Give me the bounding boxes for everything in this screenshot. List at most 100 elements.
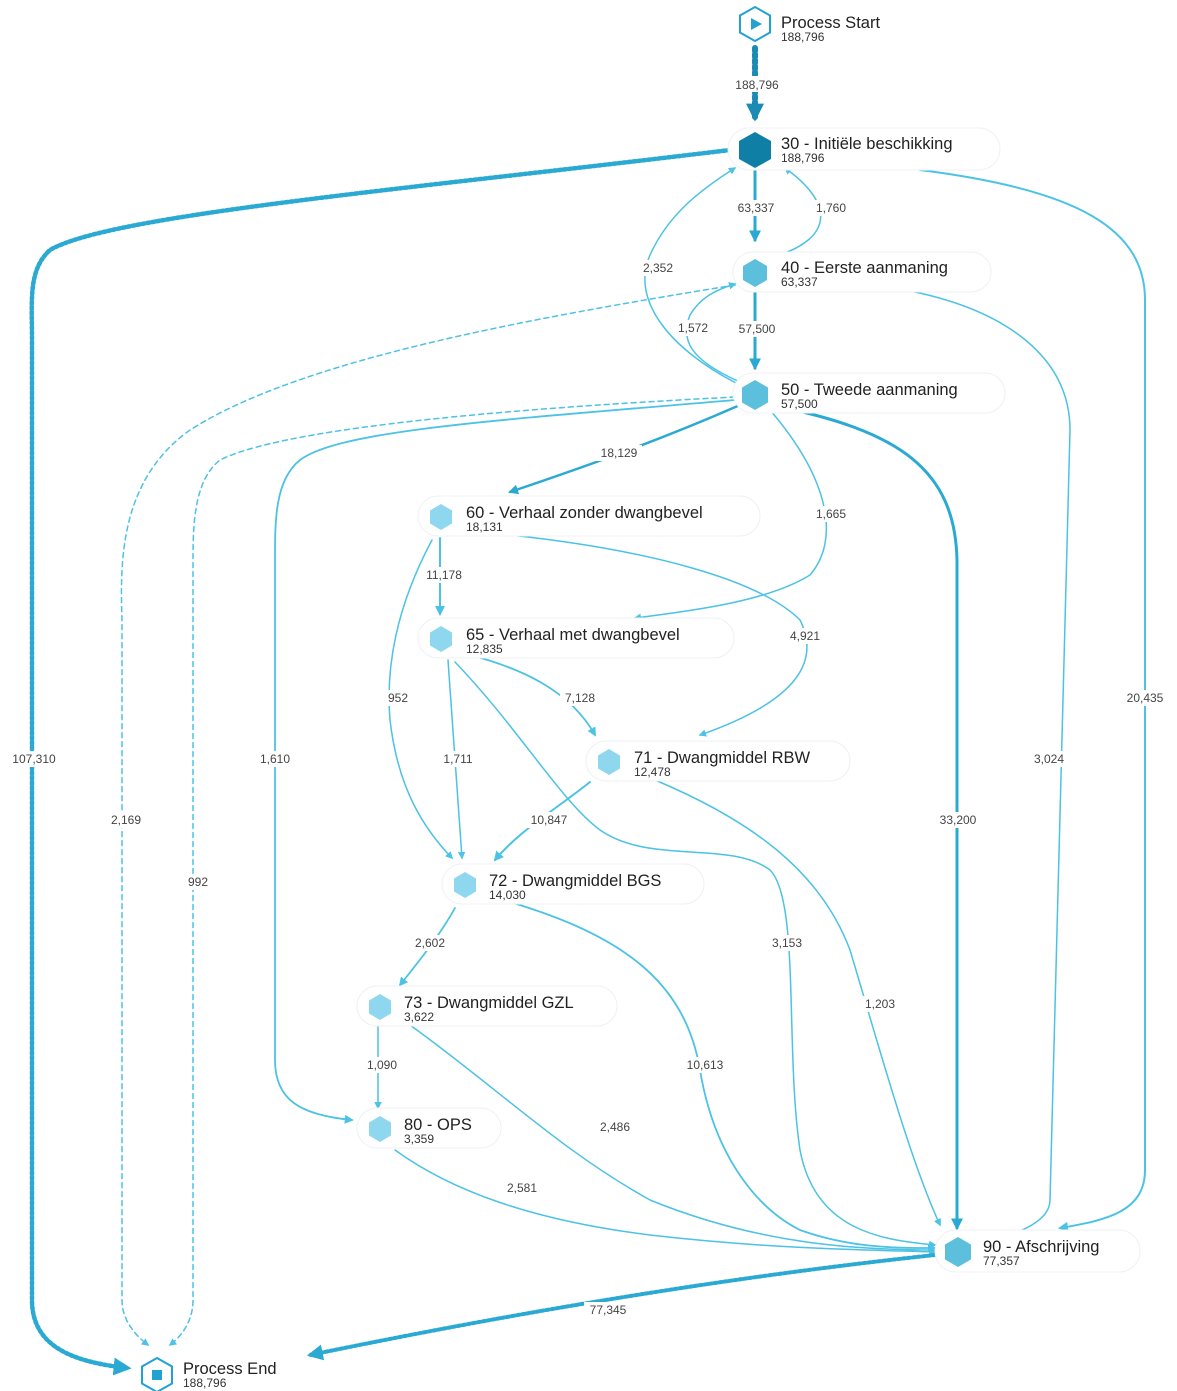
edge-72-90[interactable] bbox=[509, 901, 937, 1253]
node-30-initiele-beschikking[interactable]: 30 - Initiële beschikking 188,796 bbox=[727, 127, 1001, 171]
edge-label-60-72: 952 bbox=[383, 690, 413, 706]
edge-30-90[interactable] bbox=[919, 169, 1146, 1232]
edge-71-90[interactable] bbox=[654, 779, 941, 1227]
edge-label-text: 2,486 bbox=[600, 1120, 630, 1134]
nodes-layer: Process Start 188,796 30 - Initiële besc… bbox=[141, 5, 1141, 1391]
edge-label-text: 10,847 bbox=[531, 813, 568, 827]
edge-label-90-end: 77,345 bbox=[584, 1302, 632, 1318]
edge-label-40-90: 3,024 bbox=[1029, 751, 1069, 767]
hexagon-icon bbox=[430, 626, 452, 652]
edge-50-end[interactable] bbox=[168, 396, 736, 1346]
node-title: 50 - Tweede aanmaning bbox=[781, 381, 958, 399]
hexagon-icon bbox=[430, 504, 452, 530]
node-65-verhaal-met-dwangbevel[interactable]: 65 - Verhaal met dwangbevel 12,835 bbox=[417, 617, 735, 659]
edges-layer bbox=[29, 45, 1146, 1376]
node-title: 30 - Initiële beschikking bbox=[781, 135, 953, 153]
edge-label-60-71: 4,921 bbox=[785, 628, 825, 644]
edge-30-end[interactable] bbox=[29, 147, 733, 1376]
node-process-start[interactable]: Process Start 188,796 bbox=[739, 5, 880, 44]
node-pill bbox=[356, 1107, 502, 1149]
node-pill bbox=[441, 863, 705, 905]
node-60-verhaal-zonder-dwangbevel[interactable]: 60 - Verhaal zonder dwangbevel 18,131 bbox=[417, 495, 761, 537]
edge-label-text: 33,200 bbox=[940, 813, 977, 827]
edge-label-text: 7,128 bbox=[565, 691, 595, 705]
edge-50-40[interactable] bbox=[685, 282, 741, 383]
edge-label-50-65: 1,665 bbox=[811, 506, 851, 522]
edge-label-40-50: 57,500 bbox=[734, 321, 780, 337]
node-title: 72 - Dwangmiddel BGS bbox=[489, 872, 661, 890]
edge-label-start-30: 188,796 bbox=[732, 76, 782, 92]
edge-label-text: 1,760 bbox=[816, 201, 846, 215]
edge-label-text: 1,665 bbox=[816, 507, 846, 521]
node-title: Process End bbox=[183, 1360, 277, 1378]
edge-label-71-72: 10,847 bbox=[526, 812, 572, 828]
edge-label-65-90: 3,153 bbox=[767, 935, 807, 951]
edge-40-90[interactable] bbox=[904, 289, 1071, 1242]
edge-60-71[interactable] bbox=[509, 534, 808, 737]
edge-label-30-end: 107,310 bbox=[9, 751, 59, 767]
edge-label-30-40: 63,337 bbox=[734, 200, 778, 216]
edge-label-40-30: 1,760 bbox=[812, 200, 850, 216]
edge-label-text: 10,613 bbox=[687, 1058, 724, 1072]
hexagon-icon bbox=[369, 1116, 391, 1142]
edge-label-text: 3,024 bbox=[1034, 752, 1064, 766]
edge-label-text: 57,500 bbox=[739, 322, 776, 336]
edge-50-65[interactable] bbox=[633, 409, 828, 621]
edge-50-90[interactable] bbox=[768, 403, 963, 1231]
hexagon-icon bbox=[739, 132, 771, 168]
edge-40-end[interactable] bbox=[120, 284, 736, 1346]
edge-label-text: 2,581 bbox=[507, 1181, 537, 1195]
node-title: 40 - Eerste aanmaning bbox=[781, 259, 948, 277]
edge-labels-layer: 188,796 63,337 1,760 2,352 1,572 57,500 … bbox=[9, 76, 1169, 1318]
edge-60-72[interactable] bbox=[388, 539, 454, 860]
edge-50-30[interactable] bbox=[644, 167, 741, 386]
edge-50-80[interactable] bbox=[274, 399, 736, 1124]
node-90-afschrijving[interactable]: 90 - Afschrijving 77,357 bbox=[934, 1229, 1141, 1273]
node-72-dwangmiddel-bgs[interactable]: 72 - Dwangmiddel BGS 14,030 bbox=[441, 863, 705, 905]
node-80-ops[interactable]: 80 - OPS 3,359 bbox=[356, 1107, 502, 1149]
edge-label-text: 77,345 bbox=[590, 1303, 627, 1317]
edge-90-end[interactable] bbox=[306, 1253, 937, 1361]
edge-label-text: 1,711 bbox=[443, 752, 472, 766]
node-40-eerste-aanmaning[interactable]: 40 - Eerste aanmaning 63,337 bbox=[732, 251, 992, 293]
node-title: 90 - Afschrijving bbox=[983, 1238, 1099, 1256]
edge-65-71[interactable] bbox=[469, 654, 596, 737]
edge-80-90[interactable] bbox=[394, 1149, 937, 1256]
edge-73-90[interactable] bbox=[409, 1024, 937, 1254]
node-count: 188,796 bbox=[781, 151, 825, 165]
edge-label-65-71: 7,128 bbox=[560, 690, 600, 706]
edge-label-73-80: 1,090 bbox=[362, 1057, 402, 1073]
node-process-end[interactable]: Process End 188,796 bbox=[141, 1356, 277, 1391]
edge-label-50-60: 18,129 bbox=[596, 445, 642, 461]
edge-label-text: 2,352 bbox=[643, 261, 673, 275]
edge-label-50-40: 1,572 bbox=[673, 320, 713, 336]
node-pill bbox=[585, 740, 851, 782]
node-pill bbox=[732, 251, 992, 293]
edge-label-text: 63,337 bbox=[738, 201, 775, 215]
node-71-dwangmiddel-rbw[interactable]: 71 - Dwangmiddel RBW 12,478 bbox=[585, 740, 851, 782]
node-title: 65 - Verhaal met dwangbevel bbox=[466, 626, 680, 644]
node-count: 188,796 bbox=[781, 30, 825, 44]
node-title: 71 - Dwangmiddel RBW bbox=[634, 749, 810, 767]
edge-40-30[interactable] bbox=[769, 167, 822, 259]
node-pill bbox=[356, 985, 618, 1027]
node-73-dwangmiddel-gzl[interactable]: 73 - Dwangmiddel GZL 3,622 bbox=[356, 985, 618, 1027]
edge-label-50-80: 1,610 bbox=[255, 751, 295, 767]
hexagon-icon bbox=[598, 749, 620, 775]
edge-label-50-30: 2,352 bbox=[638, 260, 678, 276]
node-pill bbox=[934, 1229, 1141, 1273]
edge-65-90[interactable] bbox=[454, 661, 937, 1249]
node-count: 12,835 bbox=[466, 642, 503, 656]
stop-icon bbox=[152, 1370, 162, 1380]
edge-label-30-90: 20,435 bbox=[1121, 690, 1169, 706]
node-count: 77,357 bbox=[983, 1254, 1020, 1268]
edge-label-40-end: 2,169 bbox=[106, 812, 146, 828]
edge-label-text: 18,129 bbox=[601, 446, 638, 460]
edge-label-65-72: 1,711 bbox=[438, 751, 478, 767]
edge-label-text: 2,602 bbox=[415, 936, 445, 950]
edge-label-text: 11,178 bbox=[426, 568, 462, 582]
node-count: 188,796 bbox=[183, 1376, 227, 1390]
edge-label-73-90: 2,486 bbox=[595, 1119, 635, 1135]
node-50-tweede-aanmaning[interactable]: 50 - Tweede aanmaning 57,500 bbox=[732, 372, 1006, 414]
